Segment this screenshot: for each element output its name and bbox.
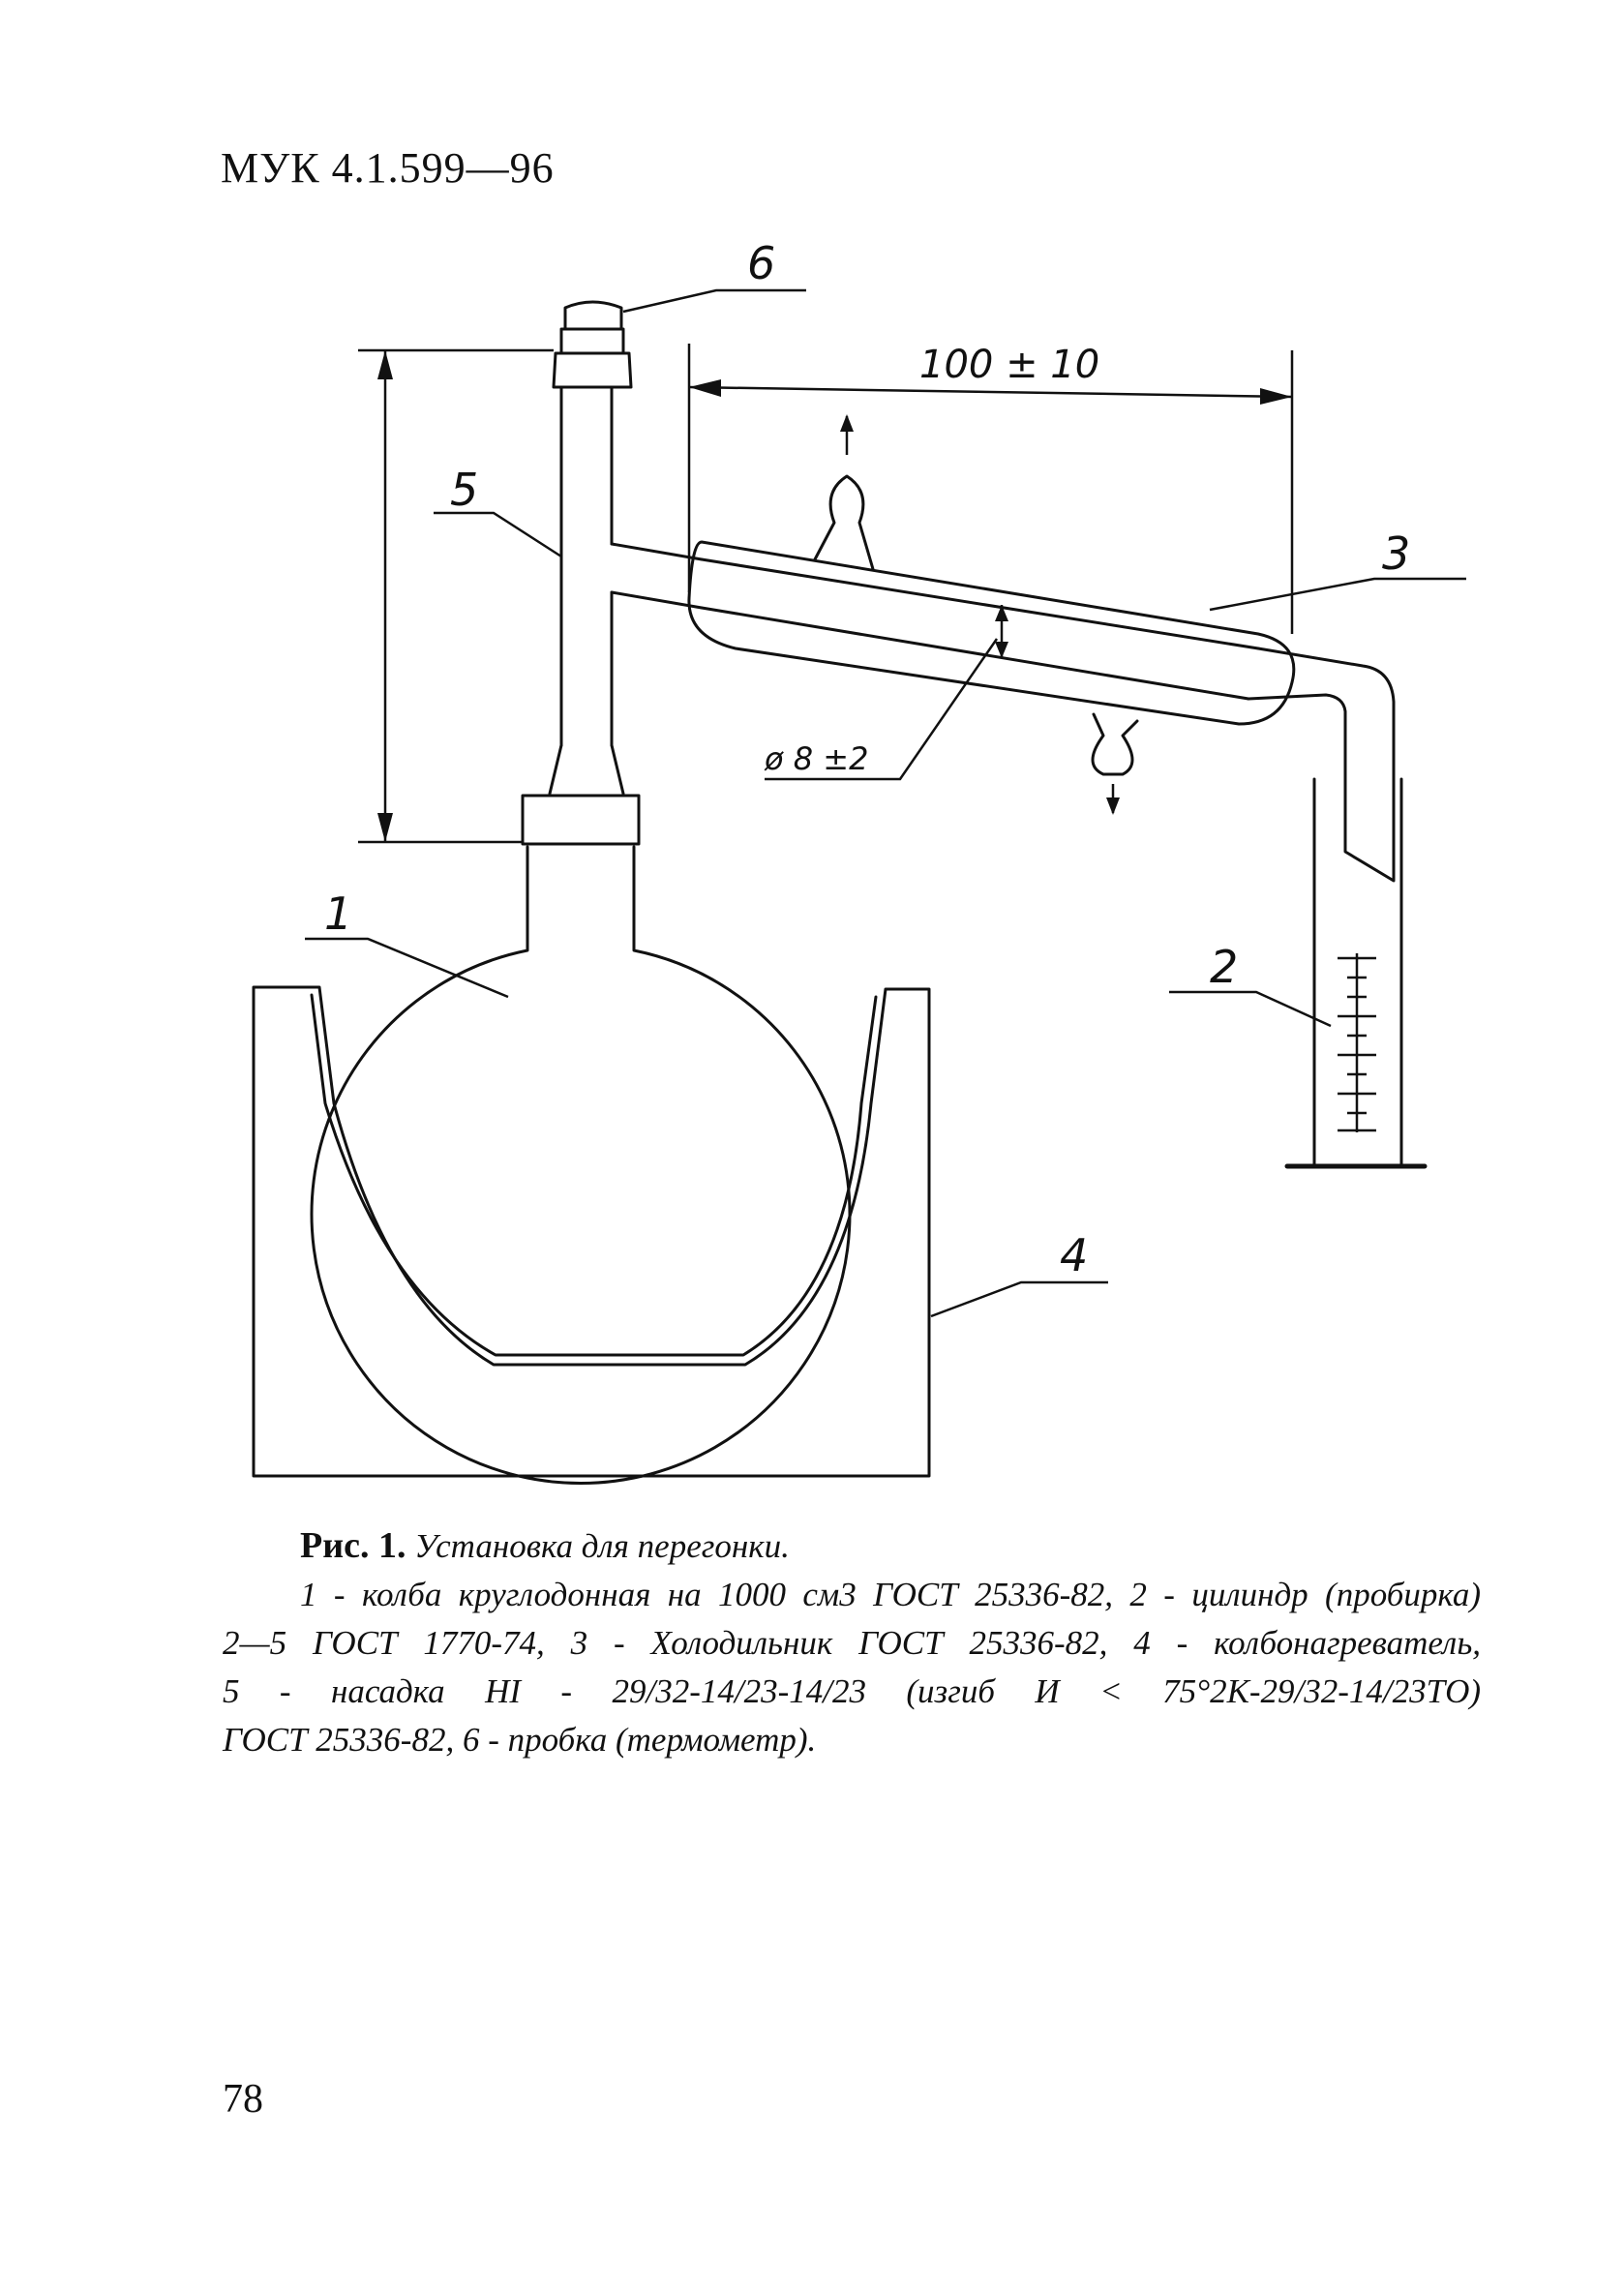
lower-ground-joint xyxy=(521,794,641,846)
leader-2 xyxy=(1169,990,1332,1028)
callout-2: 2 xyxy=(1210,941,1238,993)
caption-line: 5 - насадка НI - 29/32-14/23-14/23 (изги… xyxy=(223,1672,1481,1710)
callout-5: 5 xyxy=(450,464,478,516)
figure-title: Установка для перегонки. xyxy=(414,1527,790,1565)
width-arrow-right xyxy=(1260,388,1292,405)
lower-joint-taper xyxy=(548,743,625,796)
height-arrow-top xyxy=(377,350,393,379)
dimension-tube-diameter: ø 8 ±2 xyxy=(764,740,868,777)
callout-6: 6 xyxy=(747,237,775,289)
outlet-arrowhead xyxy=(840,414,854,432)
side-arm xyxy=(610,542,704,610)
water-inlet-nipple xyxy=(1091,712,1139,776)
diameter-arrow-top xyxy=(995,605,1008,621)
receiver-graduations xyxy=(1338,953,1376,1132)
condenser-inner-tube xyxy=(700,557,1260,701)
width-dimension-line xyxy=(688,385,1293,399)
figure-caption: Рис. 1. Установка для перегонки. 1 - кол… xyxy=(223,1521,1481,1764)
leader-4 xyxy=(930,1280,1108,1318)
callout-3: 3 xyxy=(1382,527,1410,580)
document-code: МУК 4.1.599—96 xyxy=(221,144,555,192)
condenser-jacket xyxy=(687,540,1296,726)
upper-ground-joint xyxy=(552,327,633,389)
dimension-condenser-offset: 100 ± 10 xyxy=(919,343,1099,387)
leader-5 xyxy=(434,511,562,558)
leader-1 xyxy=(305,937,509,999)
caption-line: 2—5 ГОСТ 1770-74, 3 - Холодильник ГОСТ 2… xyxy=(223,1624,1481,1662)
caption-line: ГОСТ 25336-82, 6 - пробка (термометр). xyxy=(223,1721,817,1759)
leader-diameter xyxy=(765,638,999,781)
still-head-vertical xyxy=(559,385,614,747)
stopper xyxy=(563,300,623,331)
callout-1: 1 xyxy=(324,888,352,940)
leader-6 xyxy=(622,288,806,314)
caption-title: Рис. 1. Установка для перегонки. xyxy=(300,1521,1481,1571)
caption-legend: 1 - колба круглодонная на 1000 см3 ГОСТ … xyxy=(223,1571,1481,1764)
caption-line: 1 - колба круглодонная на 1000 см3 ГОСТ … xyxy=(300,1576,1481,1613)
heating-mantle xyxy=(252,985,931,1478)
figure-label: Рис. 1. xyxy=(300,1525,406,1566)
width-arrow-left xyxy=(689,379,721,397)
water-outlet-nipple xyxy=(813,474,875,571)
diameter-arrow-bottom xyxy=(995,642,1008,658)
outlet-tube xyxy=(1247,647,1396,883)
page-number: 78 xyxy=(223,2077,263,2121)
callout-4: 4 xyxy=(1060,1229,1088,1281)
height-arrow-bottom xyxy=(377,813,393,842)
inlet-arrowhead xyxy=(1106,797,1120,815)
round-bottom-flask xyxy=(310,845,852,1486)
leader-3 xyxy=(1209,577,1466,612)
heating-mantle-inner xyxy=(310,993,878,1357)
